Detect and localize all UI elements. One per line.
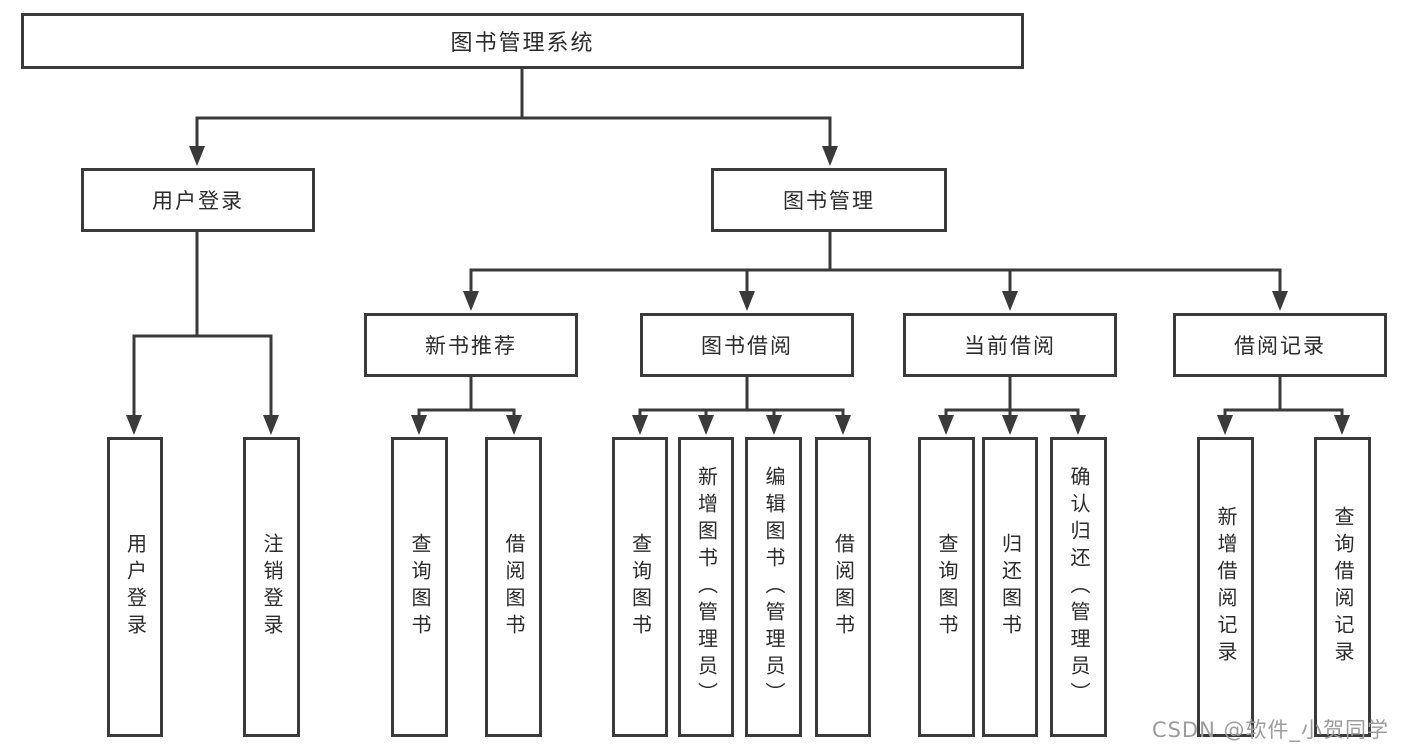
leaf-borrow-books: 借阅图书 bbox=[815, 437, 871, 737]
leaf-logout-label: 注销登录 bbox=[260, 533, 284, 641]
node-current-borrowing-label: 当前借阅 bbox=[964, 334, 1056, 358]
watermark: CSDN @软件_小贺同学 bbox=[1151, 718, 1389, 742]
arrowhead-icon bbox=[739, 291, 755, 311]
leaf-query-books-borrowing-label: 查询图书 bbox=[628, 533, 653, 641]
leaf-add-books-admin-label: 新增图书（管理员） bbox=[694, 465, 719, 709]
node-borrowing-records-label: 借阅记录 bbox=[1234, 334, 1326, 358]
arrowhead-icon bbox=[1002, 415, 1018, 435]
leaf-borrow-books-recommendation-label: 借阅图书 bbox=[502, 533, 526, 641]
leaf-query-borrow-record: 查询借阅记录 bbox=[1314, 437, 1371, 737]
connector-new-book-rec-to-leaves bbox=[417, 372, 516, 421]
arrowhead-icon bbox=[126, 415, 142, 435]
arrowhead-icon bbox=[1334, 415, 1350, 435]
leaf-confirm-return-admin: 确认归还（管理员） bbox=[1050, 437, 1107, 737]
arrowhead-icon bbox=[263, 415, 279, 435]
leaf-return-books: 归还图书 bbox=[982, 437, 1038, 737]
connector-book-borrow-to-leaves bbox=[638, 372, 845, 421]
leaf-borrow-books-recommendation: 借阅图书 bbox=[485, 437, 542, 737]
arrowhead-icon bbox=[1002, 291, 1018, 311]
leaf-add-borrow-record: 新增借阅记录 bbox=[1197, 437, 1254, 737]
arrowhead-icon bbox=[822, 146, 838, 166]
arrowhead-icon bbox=[1272, 291, 1288, 311]
node-new-book-recommendation: 新书推荐 bbox=[364, 313, 578, 377]
connector-user-login-to-leaves bbox=[132, 227, 273, 421]
leaf-query-books-current: 查询图书 bbox=[918, 437, 975, 737]
node-book-borrowing-label: 图书借阅 bbox=[701, 334, 793, 358]
arrowhead-icon bbox=[835, 415, 851, 435]
connector-book-mgmt-to-level3 bbox=[469, 227, 1282, 297]
leaf-borrow-books-label: 借阅图书 bbox=[831, 533, 856, 641]
connector-root-to-level2 bbox=[195, 64, 832, 152]
arrowhead-icon bbox=[938, 415, 954, 435]
leaf-user-login: 用户登录 bbox=[107, 437, 163, 737]
leaf-add-books-admin: 新增图书（管理员） bbox=[678, 437, 734, 737]
arrowhead-icon bbox=[698, 415, 714, 435]
node-borrowing-records: 借阅记录 bbox=[1173, 313, 1387, 377]
leaf-return-books-label: 归还图书 bbox=[998, 533, 1023, 641]
arrowhead-icon bbox=[411, 415, 427, 435]
node-book-management-label: 图书管理 bbox=[783, 189, 875, 213]
node-book-management: 图书管理 bbox=[711, 168, 947, 232]
arrowhead-icon bbox=[506, 415, 522, 435]
connector-current-borrow-to-leaves bbox=[944, 372, 1080, 421]
leaf-query-books-current-label: 查询图书 bbox=[935, 533, 959, 641]
arrowhead-icon bbox=[766, 415, 782, 435]
leaf-edit-books-admin-label: 编辑图书（管理员） bbox=[762, 465, 786, 709]
connector-borrow-records-to-leaves bbox=[1223, 372, 1344, 421]
leaf-logout: 注销登录 bbox=[243, 437, 300, 737]
node-book-borrowing: 图书借阅 bbox=[640, 313, 854, 377]
arrowhead-icon bbox=[632, 415, 648, 435]
leaf-add-borrow-record-label: 新增借阅记录 bbox=[1214, 506, 1238, 668]
leaf-query-books-recommendation: 查询图书 bbox=[391, 437, 448, 737]
node-current-borrowing: 当前借阅 bbox=[903, 313, 1117, 377]
leaf-query-borrow-record-label: 查询借阅记录 bbox=[1331, 506, 1355, 668]
leaf-edit-books-admin: 编辑图书（管理员） bbox=[745, 437, 802, 737]
arrowhead-icon bbox=[189, 146, 205, 166]
leaf-query-books-recommendation-label: 查询图书 bbox=[408, 533, 432, 641]
leaf-confirm-return-admin-label: 确认归还（管理员） bbox=[1067, 465, 1091, 709]
node-user-login-label: 用户登录 bbox=[152, 189, 244, 213]
node-new-book-recommendation-label: 新书推荐 bbox=[425, 334, 517, 358]
node-root-label: 图书管理系统 bbox=[450, 31, 595, 56]
leaf-query-books-borrowing: 查询图书 bbox=[612, 437, 668, 737]
node-root: 图书管理系统 bbox=[21, 13, 1024, 69]
arrowhead-icon bbox=[1217, 415, 1233, 435]
arrowhead-icon bbox=[463, 291, 479, 311]
node-user-login: 用户登录 bbox=[81, 168, 315, 232]
arrowhead-icon bbox=[1070, 415, 1086, 435]
leaf-user-login-label: 用户登录 bbox=[123, 533, 148, 641]
